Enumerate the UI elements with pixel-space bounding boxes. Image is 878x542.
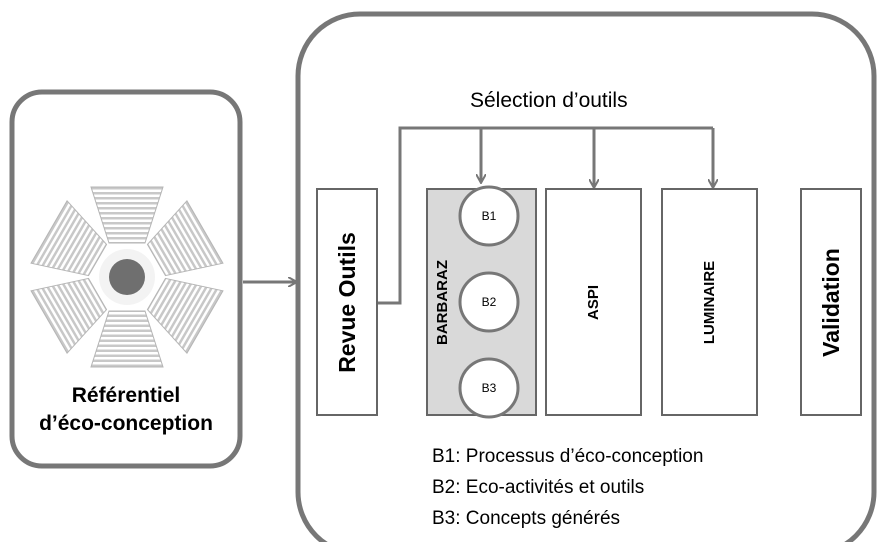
validation-label: Validation bbox=[817, 247, 844, 357]
validation-column: Validation bbox=[801, 189, 861, 415]
referentiel-line2: d’éco-conception bbox=[39, 412, 213, 435]
aspi-box bbox=[545, 188, 642, 416]
b2-label: B2 bbox=[481, 295, 497, 309]
barbaraz-column: BARBARAZ bbox=[427, 189, 457, 415]
legend-b2: B2: Eco-activités et outils bbox=[432, 477, 645, 498]
aspi-column: ASPI bbox=[546, 189, 641, 415]
revue-outils-box bbox=[316, 188, 378, 416]
selection-label: Sélection d’outils bbox=[470, 89, 628, 112]
luminaire-box bbox=[661, 188, 758, 416]
aspi-label: ASPI bbox=[584, 284, 602, 320]
referentiel-line1: Référentiel bbox=[71, 384, 181, 407]
luminaire-label: LUMINAIRE bbox=[700, 260, 718, 344]
legend-b3: B3: Concepts générés bbox=[432, 508, 621, 529]
revue-outils-column: Revue Outils bbox=[317, 189, 377, 415]
legend-b1: B1: Processus d’éco-conception bbox=[432, 446, 704, 467]
validation-box bbox=[800, 188, 862, 416]
eco-wheel-icon bbox=[30, 186, 224, 368]
selection-connector bbox=[378, 126, 713, 305]
barbaraz-label: BARBARAZ bbox=[433, 259, 451, 345]
b1-circle bbox=[458, 185, 520, 247]
b1-label: B1 bbox=[481, 209, 497, 223]
b3-label: B3 bbox=[481, 381, 497, 395]
referentiel-label: Référentiel d’éco-conception bbox=[12, 382, 240, 438]
luminaire-column: LUMINAIRE bbox=[662, 189, 757, 415]
revue-outils-label: Revue Outils bbox=[333, 231, 360, 373]
b2-circle bbox=[458, 271, 520, 333]
b3-circle bbox=[458, 357, 520, 419]
